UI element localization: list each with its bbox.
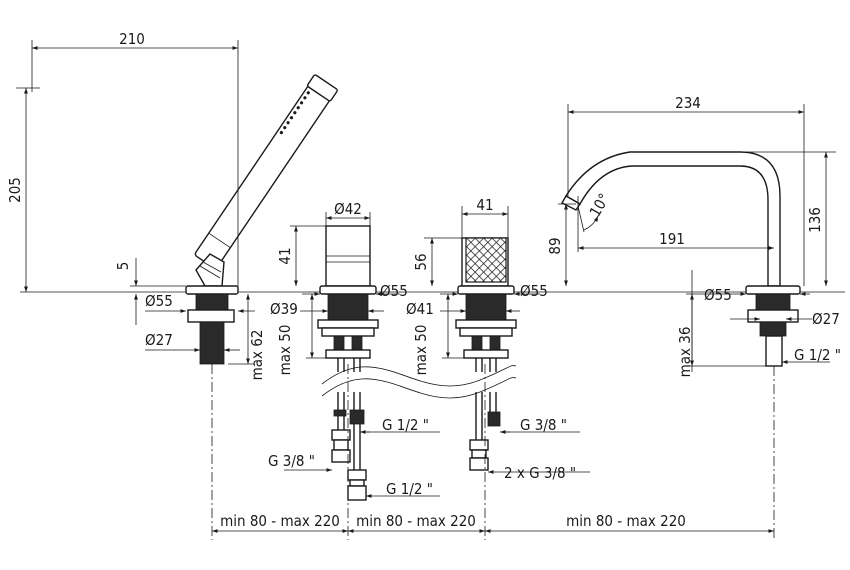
spout-max-depth: max 36 xyxy=(676,327,694,378)
valve-right xyxy=(455,237,517,540)
spout-length: 234 xyxy=(675,94,701,112)
hand-shower-max-depth: max 62 xyxy=(248,330,266,381)
connection-hose xyxy=(321,365,517,399)
hand-shower-height: 205 xyxy=(6,177,24,203)
valve-left-max-depth: max 50 xyxy=(276,325,294,376)
valve-right-height: 56 xyxy=(412,253,430,270)
valve-left-inlet: G 1/2 " xyxy=(382,416,429,434)
hand-shower-width: 210 xyxy=(119,30,145,48)
spacing-first: min 80 - max 220 xyxy=(220,512,340,530)
valve-right-width: 41 xyxy=(476,196,493,214)
valve-left-outlet-bottom: G 1/2 " xyxy=(386,480,433,498)
hand-shower-shank-dia: Ø27 xyxy=(145,331,173,349)
spout xyxy=(561,151,801,540)
spacing-second: min 80 - max 220 xyxy=(356,512,476,530)
spout-outlet-height: 89 xyxy=(546,237,564,254)
spacing-third: min 80 - max 220 xyxy=(566,512,686,530)
spout-angle: 10° xyxy=(586,190,614,220)
hand-shower-offset: 5 xyxy=(114,262,132,271)
valve-left-body-dia: Ø42 xyxy=(334,200,362,218)
valve-right-dimensions: 41 56 Ø41 Ø55 max 50 G 3/8 " 2 x G 3/8 " xyxy=(406,196,590,482)
valve-left-dimensions: Ø42 41 Ø39 Ø55 max 50 G 1/2 " G 3/8 " G … xyxy=(268,200,440,498)
valve-left-height: 41 xyxy=(276,247,294,264)
spout-reach: 191 xyxy=(659,230,685,248)
spout-dimensions: 234 136 89 191 10° Ø55 Ø27 max 36 G 1/2 … xyxy=(546,94,841,377)
spout-flange-dia: Ø55 xyxy=(704,286,732,304)
valve-left xyxy=(317,225,379,540)
valve-right-flange-dia: Ø55 xyxy=(520,282,548,300)
spout-height: 136 xyxy=(806,207,824,233)
valve-left-outlet: G 3/8 " xyxy=(268,452,315,470)
valve-left-flange-dia: Ø55 xyxy=(380,282,408,300)
valve-left-base-dia: Ø39 xyxy=(270,300,298,318)
valve-right-max-depth: max 50 xyxy=(412,325,430,376)
valve-right-outlets: 2 x G 3/8 " xyxy=(504,464,576,482)
hand-shower-flange-dia: Ø55 xyxy=(145,292,173,310)
hand-shower xyxy=(185,74,338,540)
hand-shower-dimensions: 210 205 5 Ø55 Ø27 max 62 xyxy=(6,30,266,380)
spacing-dimensions: min 80 - max 220 min 80 - max 220 min 80… xyxy=(212,512,774,533)
spout-connection: G 1/2 " xyxy=(794,346,841,364)
valve-right-base-dia: Ø41 xyxy=(406,300,434,318)
spout-shank-dia: Ø27 xyxy=(812,310,840,328)
valve-right-inlet: G 3/8 " xyxy=(520,416,567,434)
